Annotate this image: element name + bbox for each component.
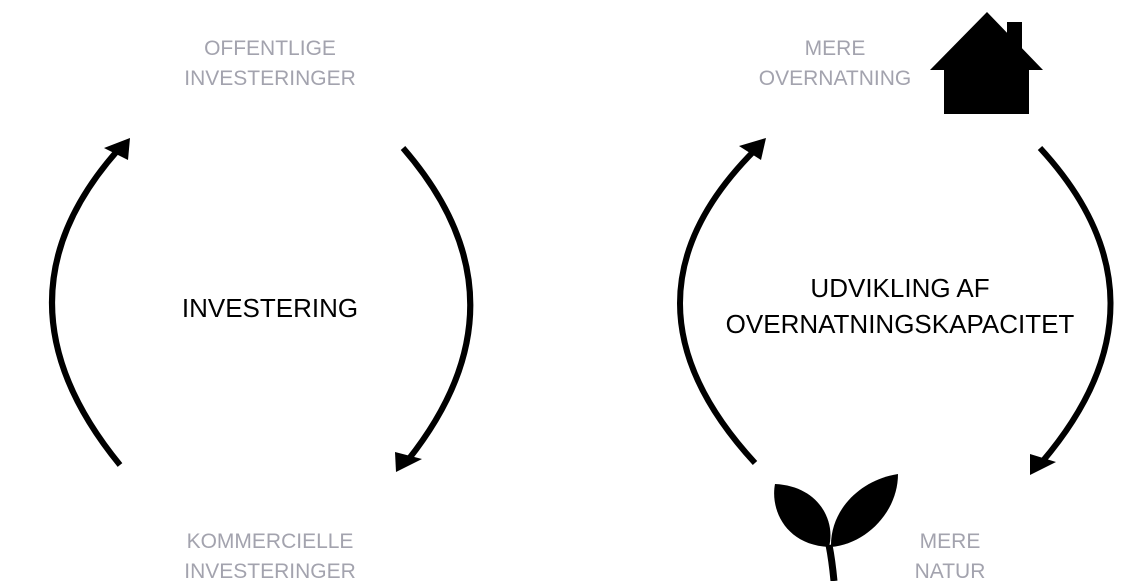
left-bottom-label: KOMMERCIELLE INVESTERINGER	[160, 527, 380, 587]
left-cycle-arrowhead-down	[395, 452, 422, 472]
right-center-label-line1: UDVIKLING AF	[810, 273, 990, 303]
house-icon	[930, 12, 1043, 114]
left-top-label: OFFENTLIGE INVESTERINGER	[160, 34, 380, 94]
left-top-label-line1: OFFENTLIGE	[204, 37, 336, 60]
left-cycle-arrow-up	[49, 148, 123, 467]
right-center-label: UDVIKLING AF OVERNATNINGSKAPACITET	[690, 270, 1110, 342]
right-cycle-arrowhead-up	[739, 138, 766, 160]
left-cycle-arrows	[49, 138, 474, 472]
left-bottom-label-line1: KOMMERCIELLE	[186, 530, 354, 553]
right-cycle-arrows	[677, 138, 1114, 475]
right-cycle-arrowhead-down	[1030, 454, 1056, 475]
left-bottom-label-line2: INVESTERINGER	[184, 560, 356, 583]
right-cycle-arrow-up	[677, 147, 758, 466]
left-top-label-line2: INVESTERINGER	[184, 67, 356, 90]
left-center-label-text: INVESTERING	[181, 293, 359, 323]
right-bottom-label-line1: MERE	[919, 530, 981, 553]
left-center-label: INVESTERING	[130, 290, 410, 326]
right-bottom-label-line2: NATUR	[914, 560, 986, 583]
right-center-label-line2: OVERNATNINGSKAPACITET	[725, 309, 1075, 339]
sprout-icon	[774, 474, 898, 581]
right-top-label: MERE OVERNATNING	[735, 34, 935, 94]
right-bottom-label: MERE NATUR	[880, 527, 1020, 587]
left-cycle-arrow-down	[400, 146, 474, 462]
right-top-label-line2: OVERNATNING	[758, 67, 912, 90]
right-cycle-arrow-down	[1037, 145, 1114, 464]
left-cycle-arrowhead-up	[104, 138, 130, 160]
right-top-label-line1: MERE	[804, 37, 866, 60]
